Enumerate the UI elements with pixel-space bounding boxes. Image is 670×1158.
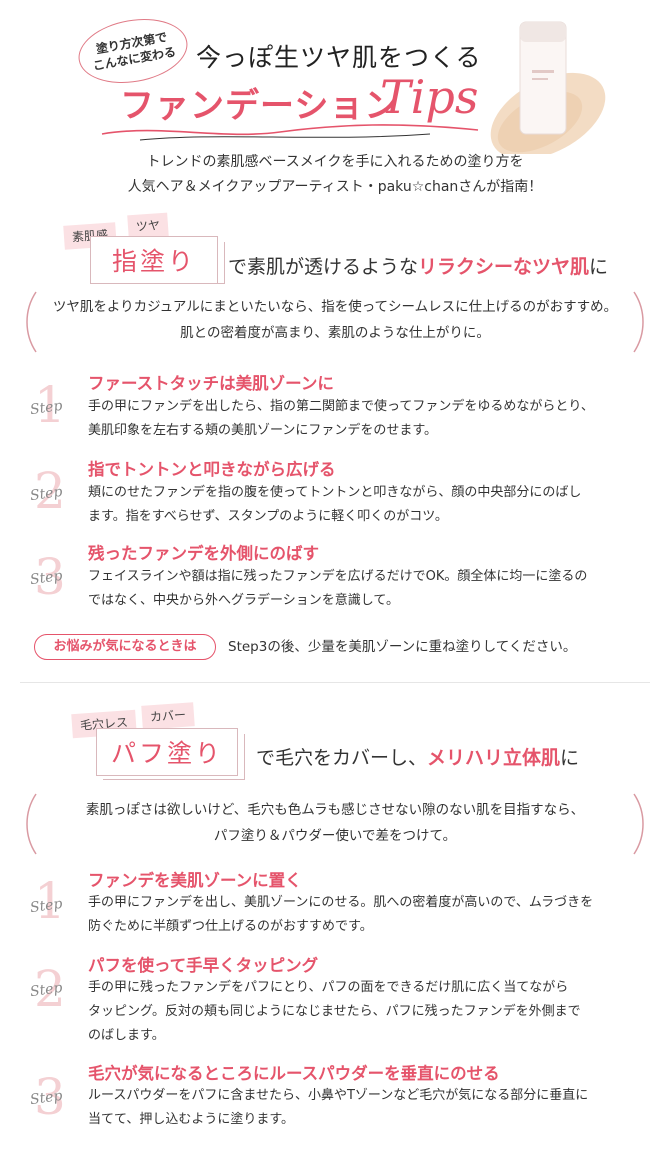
step-text-line: ルースパウダーをパフに含ませたら、小鼻やTゾーンなど毛穴が気になる部分に垂直に: [88, 1088, 589, 1103]
step-title: 毛穴が気になるところにルースパウダーを垂直にのせる: [88, 1064, 500, 1083]
foundation-bottle-image: [490, 21, 606, 154]
worry-text: Step3の後、少量を美肌ゾーンに重ね塗りしてください。: [228, 639, 577, 655]
section2-method-label: パフ塗り: [110, 739, 223, 768]
section2-subtitle-highlight: メリハリ立体肌: [427, 747, 561, 769]
step-text: フェイスラインや額は指に残ったファンデを広げるだけでOK。顔全体に均一に塗るの …: [88, 565, 643, 613]
section1-description: ツヤ肌をよりカジュアルにまといたいなら、指を使ってシームレスに仕上げるのがおすす…: [0, 294, 670, 346]
intro-text: トレンドの素肌感ベースメイクを手に入れるための塗り方を 人気ヘア＆メイクアップア…: [0, 150, 670, 200]
step-text: ルースパウダーをパフに含ませたら、小鼻やTゾーンなど毛穴が気になる部分に垂直に …: [88, 1084, 643, 1132]
step-text-line: タッピング。反対の頬も同じようになじませたら、パフに残ったファンデを外側まで: [88, 1004, 581, 1019]
step-title: 残ったファンデを外側にのばす: [88, 544, 319, 563]
intro-line: 人気ヘア＆メイクアップアーティスト・paku☆chanさんが指南！: [127, 179, 543, 195]
step-text: 頬にのせたファンデを指の腹を使ってトントンと叩きながら、顔の中央部分にのばし ま…: [88, 481, 643, 529]
step-text: 手の甲にファンデを出したら、指の第二関節まで使ってファンデをゆるめながらとり、 …: [88, 395, 643, 443]
step-number: 1: [34, 872, 66, 930]
section2-subtitle-pre: で毛穴をカバーし、: [256, 747, 428, 769]
section1-subtitle-pre: で素肌が透けるような: [228, 256, 419, 278]
step-text-line: 手の甲にファンデを出し、美肌ゾーンにのせる。肌への密着度が高いので、ムラづきを: [88, 895, 594, 910]
section2-method-box-shadow: [103, 734, 245, 780]
left-paren-decoration: [26, 793, 37, 855]
right-paren-decoration: [633, 793, 644, 855]
step-text-line: 手の甲に残ったファンデをパフにとり、パフの面をできるだけ肌に広く当てながら: [88, 980, 569, 995]
step-text-line: 防ぐために半顔ずつ仕上げるのがおすすめです。: [88, 919, 373, 934]
section2-method-box: パフ塗り: [96, 728, 238, 776]
description-line: 素肌っぽさは欲しいけど、毛穴も色ムラも感じさせない隙のない肌を目指すなら、: [85, 802, 585, 818]
step-number: 3: [34, 1068, 66, 1126]
section1-method-box: 指塗り: [90, 236, 218, 284]
section2-subtitle-post: に: [560, 747, 580, 769]
step-text-line: 美肌印象を左右する頬の美肌ゾーンにファンデをのせます。: [88, 423, 438, 438]
worry-badge: お悩みが気になるときは: [34, 634, 216, 660]
header-title: 今っぽ生ツヤ肌をつくる: [196, 43, 482, 72]
step-title: 指でトントンと叩きながら広げる: [88, 460, 336, 479]
step-number: 1: [34, 376, 66, 434]
step-number: 3: [34, 548, 66, 606]
step-text-line: ます。指をすべらせず、スタンプのように軽く叩くのがコツ。: [88, 509, 448, 524]
step-text: 手の甲にファンデを出し、美肌ゾーンにのせる。肌への密着度が高いので、ムラづきを …: [88, 891, 643, 939]
step-text-line: 当てて、押し込むように塗ります。: [88, 1112, 295, 1127]
section1-subtitle-post: に: [589, 256, 609, 278]
step-text-line: フェイスラインや額は指に残ったファンデを広げるだけでOK。顔全体に均一に塗るの: [88, 569, 588, 584]
section2-tag-2: カバー: [141, 702, 195, 730]
description-line: パフ塗り＆パウダー使いで差をつけて。: [213, 828, 457, 844]
step-title: パフを使って手早くタッピング: [88, 956, 319, 975]
header-wave-underline: [101, 124, 479, 141]
section1-method-label: 指塗り: [111, 247, 196, 276]
left-paren-decoration: [26, 291, 37, 353]
step-text: 手の甲に残ったファンデをパフにとり、パフの面をできるだけ肌に広く当てながら タッ…: [88, 976, 643, 1048]
header-main-title: ファンデーション: [120, 86, 400, 126]
header-tips-script: Tips: [380, 70, 479, 124]
step-text-line: 頬にのせたファンデを指の腹を使ってトントンと叩きながら、顔の中央部分にのばし: [88, 485, 582, 500]
section1-subtitle: で素肌が透けるようなリラクシーなツヤ肌に: [228, 252, 608, 279]
section-divider: [20, 682, 650, 683]
step-number: 2: [34, 462, 66, 520]
step-text-line: 手の甲にファンデを出したら、指の第二関節まで使ってファンデをゆるめながらとり、: [88, 399, 594, 414]
step-text-line: ではなく、中央から外へグラデーションを意識して。: [88, 593, 399, 608]
step-title: ファーストタッチは美肌ゾーンに: [88, 374, 334, 393]
section2-description: 素肌っぽさは欲しいけど、毛穴も色ムラも感じさせない隙のない肌を目指すなら、 パフ…: [0, 797, 670, 849]
intro-line: トレンドの素肌感ベースメイクを手に入れるための塗り方を: [146, 154, 524, 170]
step-text-line: のばします。: [88, 1028, 165, 1043]
description-line: ツヤ肌をよりカジュアルにまといたいなら、指を使ってシームレスに仕上げるのがおすす…: [52, 299, 618, 315]
step-number: 2: [34, 960, 66, 1018]
description-line: 肌との密着度が高まり、素肌のような仕上がりに。: [180, 325, 490, 341]
step-title: ファンデを美肌ゾーンに置く: [88, 871, 302, 890]
section2-subtitle: で毛穴をカバーし、メリハリ立体肌に: [256, 743, 579, 770]
section1-subtitle-highlight: リラクシーなツヤ肌: [418, 256, 590, 278]
right-paren-decoration: [633, 291, 644, 353]
